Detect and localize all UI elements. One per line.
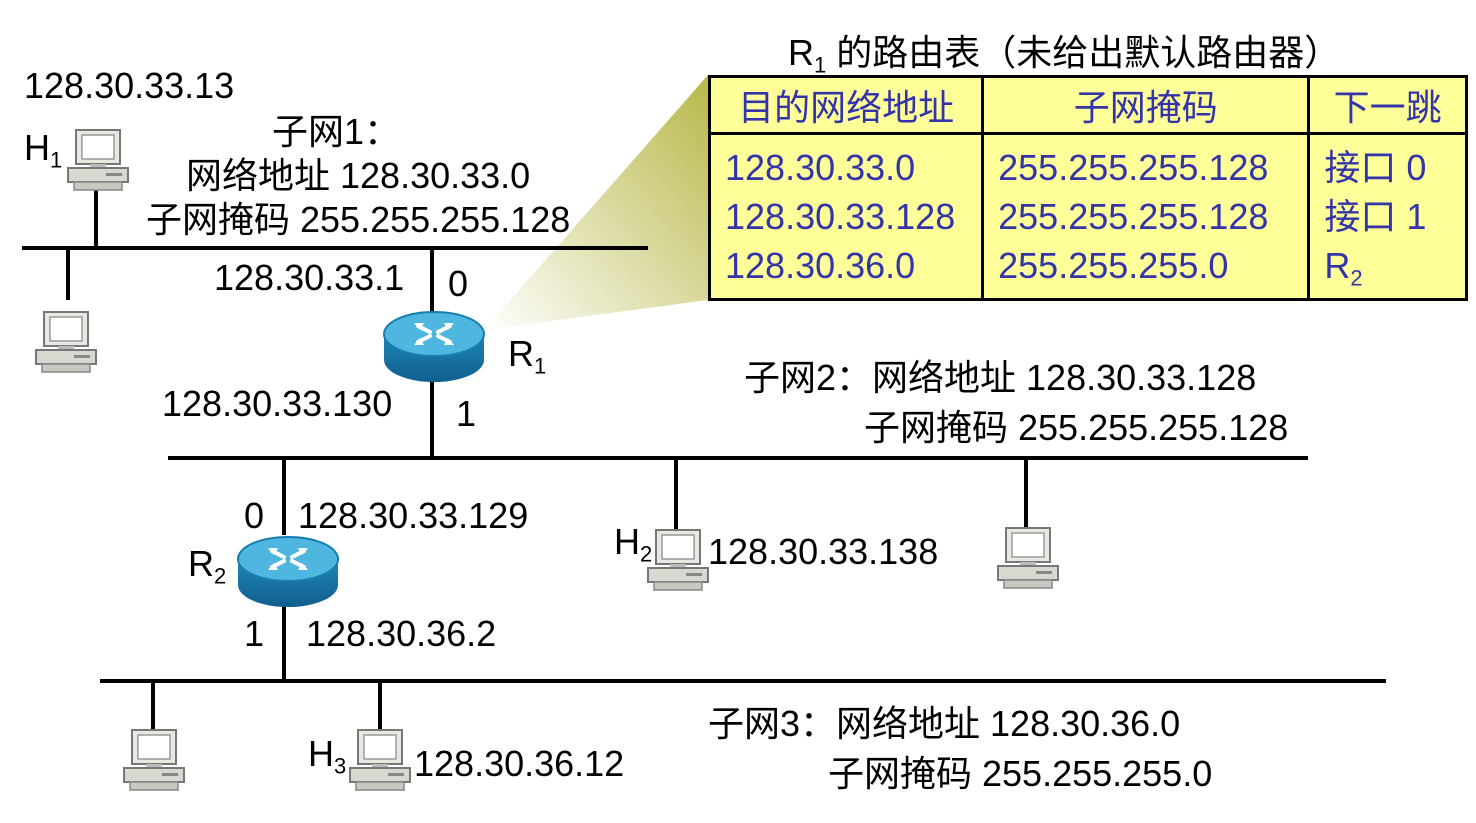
subnet2-address: 子网2：网络地址 128.30.33.128 [744,357,1257,398]
h2-name: H [614,521,640,562]
title-router-sub: 1 [814,52,827,78]
row2-hop: 接口 1 [1324,196,1427,237]
h1-ip: 128.30.33.13 [24,65,235,106]
row1-hop: 接口 0 [1324,147,1427,188]
subnet1-title: 子网1： [272,111,401,152]
subnet3-address: 子网3：网络地址 128.30.36.0 [708,703,1181,744]
r1-if1: 1 [456,393,477,434]
host-subnet3-computer-icon [123,729,185,791]
dest-column: 128.30.33.0 128.30.33.128 128.30.36.0 [709,133,985,300]
r1-sub: 1 [534,353,547,379]
r2-if0-ip: 128.30.33.129 [298,495,529,536]
row3-hop-sub: 2 [1350,265,1363,291]
host-h1-computer-icon [67,129,129,191]
table-body: 128.30.33.0 128.30.33.128 128.30.36.0 25… [709,133,1467,300]
header-dest: 目的网络地址 [709,76,985,135]
r1-name: R [508,333,534,374]
routing-table: 目的网络地址 子网掩码 下一跳 128.30.33.0 128.30.33.12… [708,75,1468,301]
host-subnet1-computer-icon [35,311,97,373]
host-h3-computer-icon [349,729,411,791]
router-r2-icon [236,535,340,609]
r2-sub: 2 [214,563,227,589]
h3-ip: 128.30.36.12 [414,743,625,784]
r1-if0-ip: 128.30.33.1 [214,257,405,298]
r2-if1-ip: 128.30.36.2 [306,613,497,654]
host-h2-computer-icon [647,529,709,591]
row3-hop-name: R [1324,245,1351,286]
h2-sub: 2 [640,541,653,567]
row2-dest: 128.30.33.128 [725,196,956,237]
header-next-hop: 下一跳 [1308,76,1467,135]
h3-sub: 3 [334,753,347,779]
r1-label: R1 [508,336,546,378]
r1-if1-ip: 128.30.33.130 [162,383,393,424]
r2-if0: 0 [244,495,265,536]
r2-label: R2 [188,546,226,588]
router-r1-icon [382,310,486,384]
row1-mask: 255.255.255.128 [998,147,1269,188]
title-text: 的路由表（未给出默认路由器） [826,32,1341,73]
host-subnet2-computer-icon [997,527,1059,589]
h1-sub: 1 [50,147,63,173]
h2-ip: 128.30.33.138 [708,531,939,572]
row3-dest: 128.30.36.0 [725,245,916,286]
h1-name: H [24,127,50,168]
hop-column: 接口 0 接口 1 R2 [1309,134,1467,300]
title-router-name: R [788,32,814,73]
h3-name: H [308,733,334,774]
subnet3-mask: 子网掩码 255.255.255.0 [828,753,1213,794]
table-header-row: 目的网络地址 子网掩码 下一跳 [709,76,1467,135]
subnet1-mask: 子网掩码 255.255.255.128 [146,199,571,240]
r1-if0: 0 [448,263,469,304]
subnet2-mask: 子网掩码 255.255.255.128 [864,407,1289,448]
row2-mask: 255.255.255.128 [998,196,1269,237]
h2-label: H2 [614,524,652,566]
r2-if1: 1 [244,613,265,654]
r2-name: R [188,543,214,584]
table-callout [484,75,708,330]
row3-mask: 255.255.255.0 [998,245,1229,286]
header-mask: 子网掩码 [982,76,1311,135]
h1-label: H1 [24,130,62,172]
row3-hop: R2 [1324,241,1465,291]
row1-dest: 128.30.33.0 [725,147,916,188]
subnet1-address: 网络地址 128.30.33.0 [186,155,531,196]
mask-column: 255.255.255.128 255.255.255.128 255.255.… [982,133,1311,300]
h3-label: H3 [308,736,346,778]
routing-table-title: R1 的路由表（未给出默认路由器） [788,24,1340,79]
